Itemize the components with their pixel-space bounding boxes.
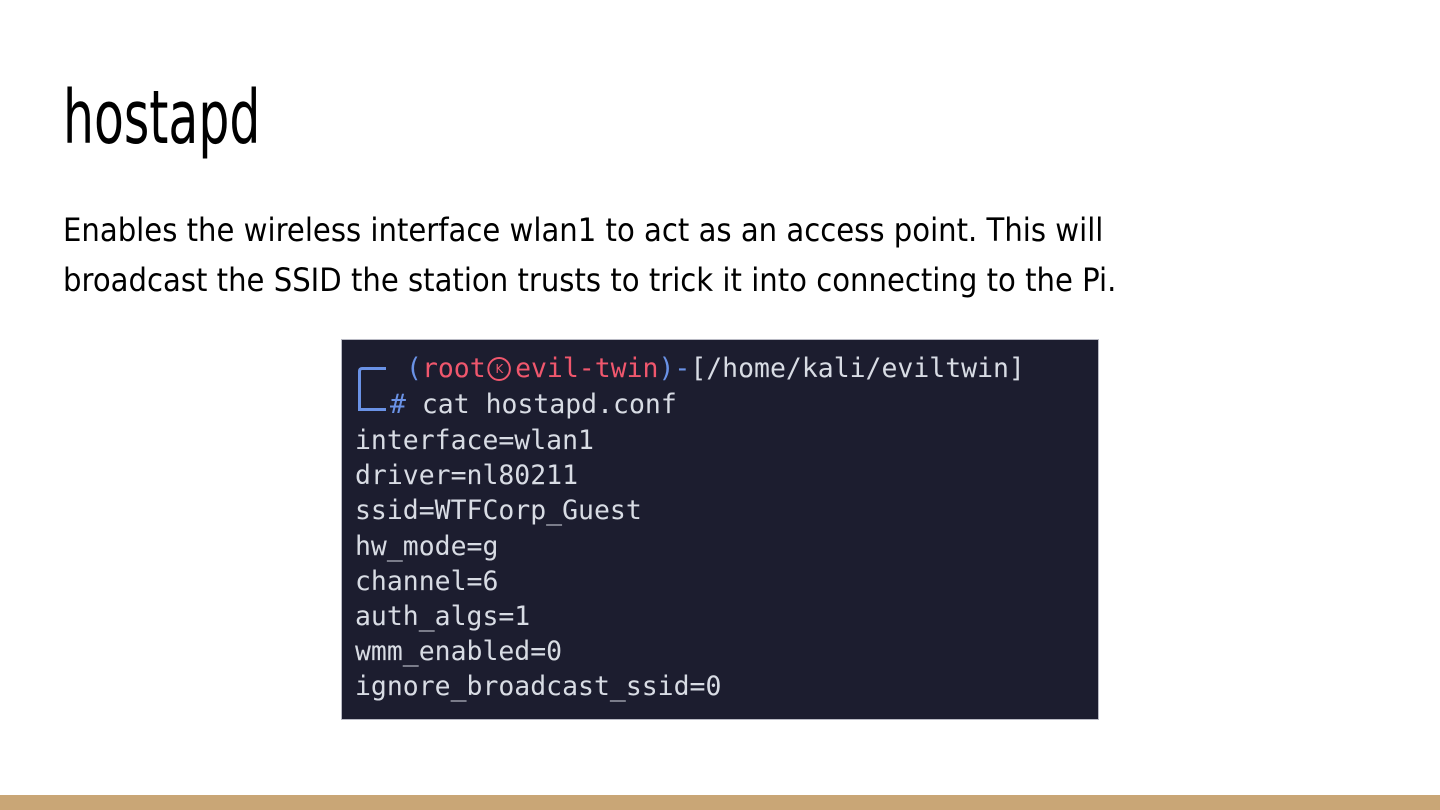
output-line: driver=nl80211 [355,460,579,491]
output-line: ignore_broadcast_ssid=0 [355,671,722,702]
prompt-open-paren: ( [406,353,422,384]
slide-title: hostapd [63,75,261,161]
prompt-user: root [421,353,486,384]
output-line: auth_algs=1 [355,601,531,632]
output-line: ssid=WTFCorp_Guest [355,495,642,526]
body-line-2: broadcast the SSID the station trusts to… [63,261,1117,299]
output-line: hw_mode=g [355,531,499,562]
kali-dragon-icon: K [487,357,512,381]
command-text: cat hostapd.conf [421,389,677,420]
prompt-host: evil-twin [515,353,659,384]
bottom-accent-bar [0,795,1440,810]
output-line: channel=6 [355,566,499,597]
slide-body-text: Enables the wireless interface wlan1 to … [63,205,1363,305]
prompt-close-paren: )- [658,353,691,384]
body-line-1: Enables the wireless interface wlan1 to … [63,211,1104,249]
prompt-symbol: # [390,389,406,420]
prompt-path: [/home/kali/eviltwin] [690,353,1025,384]
output-line: wmm_enabled=0 [355,636,563,667]
command-line: # cat hostapd.conf [390,387,677,422]
output-line: interface=wlan1 [355,425,594,456]
prompt-bracket-decoration [358,367,386,411]
